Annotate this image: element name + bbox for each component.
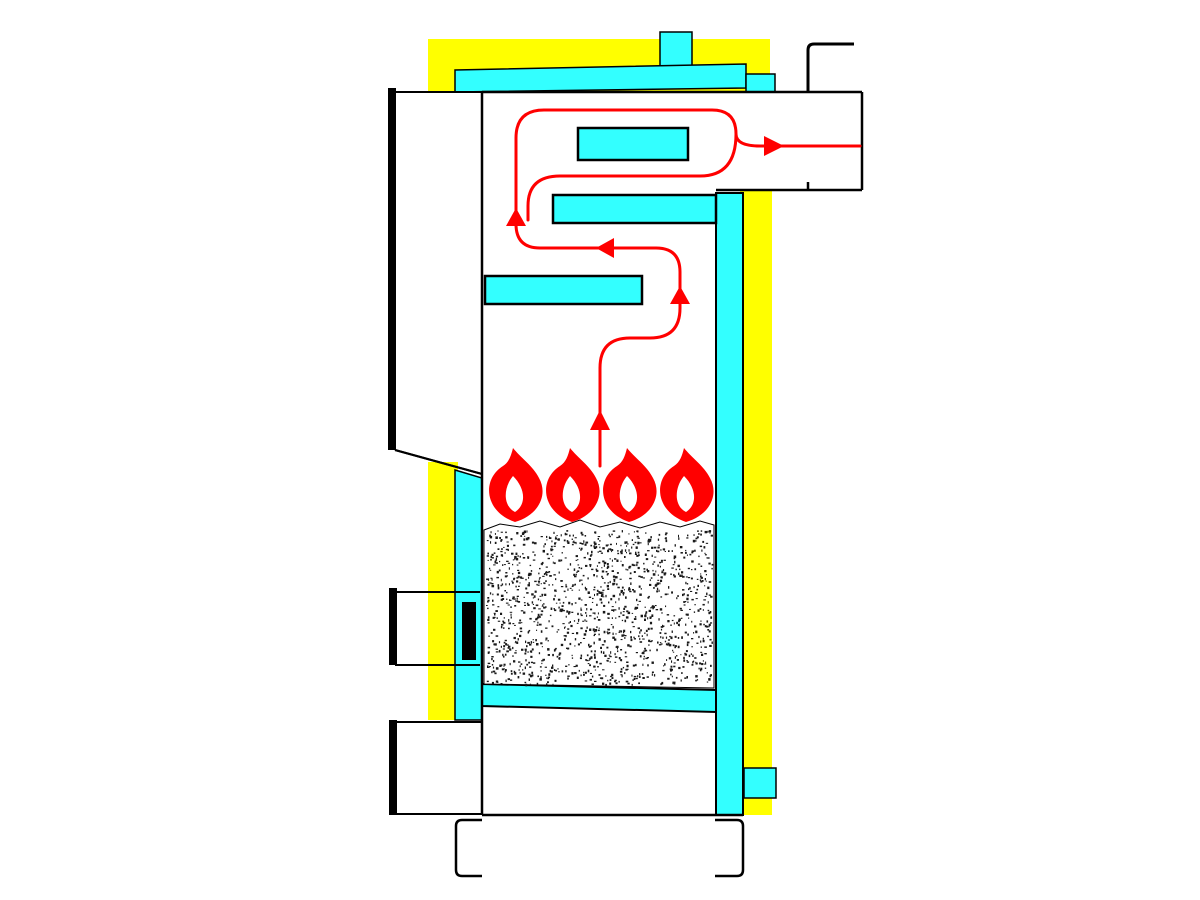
flame xyxy=(546,448,600,522)
insulation-right xyxy=(740,190,772,815)
arrow-up-left xyxy=(506,208,526,226)
flame xyxy=(489,448,543,522)
ash-door xyxy=(389,588,480,666)
grate xyxy=(481,682,717,714)
flame xyxy=(603,448,657,522)
baffle-lower xyxy=(483,274,644,306)
arrow-up-right xyxy=(670,286,690,304)
jacket-right xyxy=(715,192,744,816)
flue-gas-path xyxy=(514,108,862,468)
fuel-bed xyxy=(483,519,715,689)
flame xyxy=(660,448,714,522)
flames xyxy=(489,448,714,522)
boiler-body-outline xyxy=(480,90,862,817)
jacket-left-lower xyxy=(454,468,483,721)
arrow-left xyxy=(596,238,614,258)
fuel-speckles xyxy=(486,530,714,687)
arrow-right-outlet xyxy=(764,136,784,156)
loading-door xyxy=(388,88,483,475)
baffle-middle xyxy=(551,193,718,225)
jacket-right-nozzle xyxy=(743,767,777,799)
base-legs xyxy=(454,818,745,878)
baffles xyxy=(483,126,718,306)
baffle-upper xyxy=(576,126,690,162)
jacket-top-right xyxy=(745,73,776,93)
chimney-outlet xyxy=(716,42,864,192)
arrow-up-center xyxy=(590,410,610,430)
cleaning-door xyxy=(389,720,482,815)
air-damper-slot xyxy=(462,602,476,660)
flue-gas-arrows xyxy=(506,136,784,430)
